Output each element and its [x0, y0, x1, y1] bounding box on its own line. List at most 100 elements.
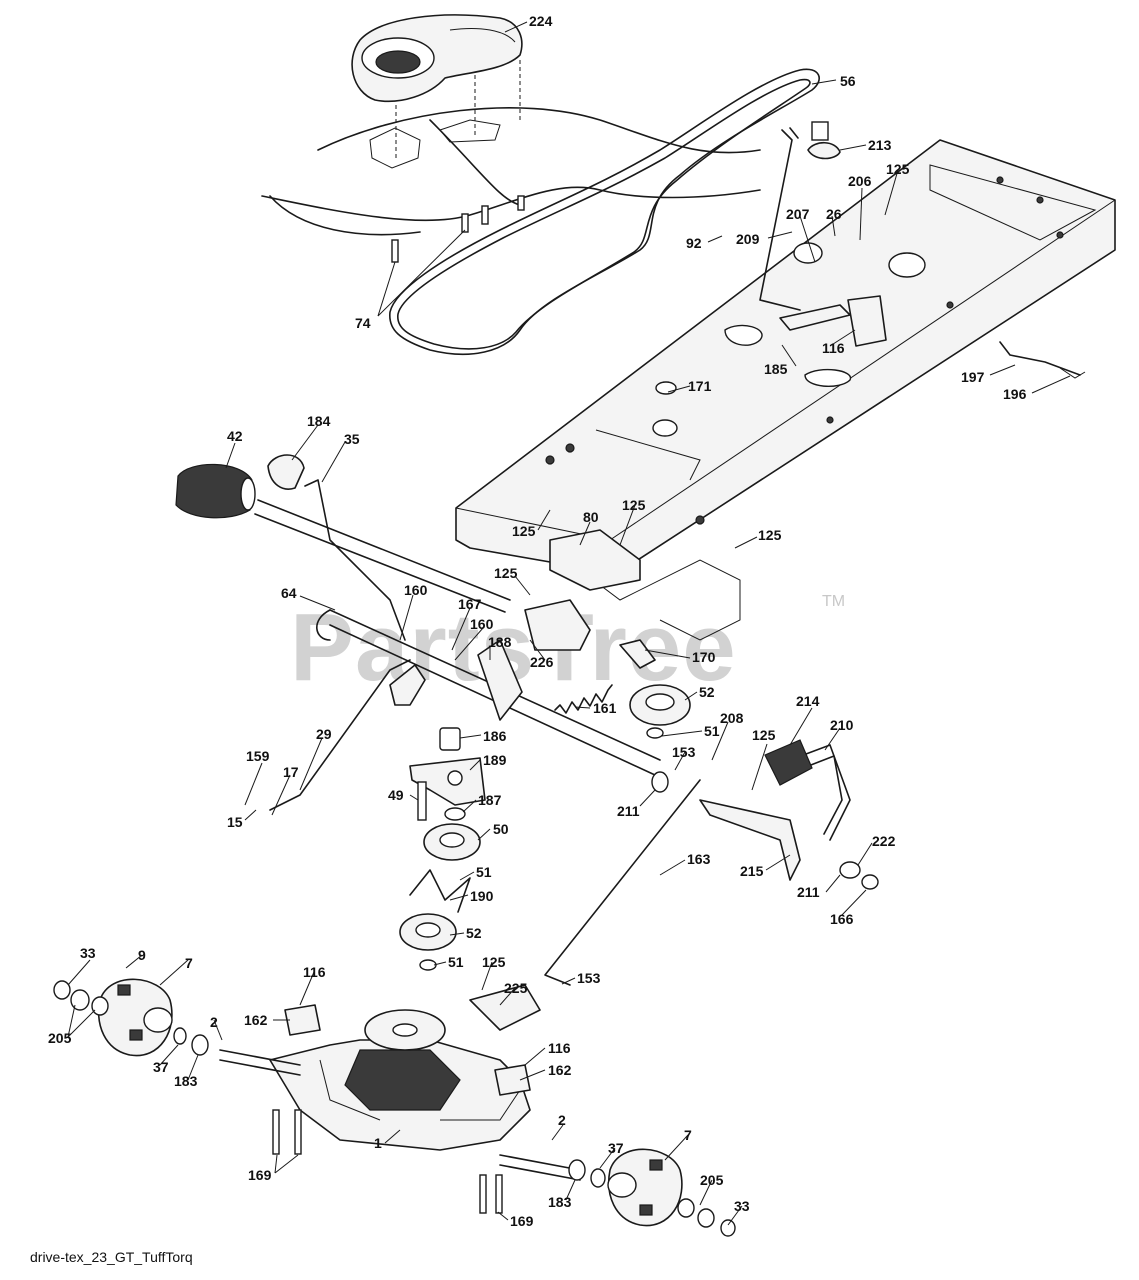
- callout-196: 196: [1003, 386, 1027, 402]
- callout-225: 225: [504, 980, 528, 996]
- part-52-idler-lower: [399, 913, 457, 971]
- callout-2: 2: [210, 1014, 218, 1030]
- part-211-bushing: [651, 771, 669, 793]
- callout-183: 183: [174, 1073, 198, 1089]
- callout-184: 184: [307, 413, 331, 429]
- part-187-spacer: [444, 807, 466, 821]
- callout-206: 206: [848, 173, 872, 189]
- body-panel: [261, 106, 761, 236]
- callout-197: 197: [961, 369, 985, 385]
- callout-51: 51: [476, 864, 492, 880]
- watermark-trademark: TM: [822, 593, 845, 610]
- part-56-drive-belt: [389, 68, 820, 356]
- washers-right: [568, 1159, 736, 1237]
- part-213-knob: [807, 121, 841, 160]
- callout-211: 211: [797, 884, 820, 900]
- callout-125: 125: [494, 565, 518, 581]
- callout-26: 26: [826, 206, 842, 222]
- callout-1: 1: [374, 1135, 382, 1151]
- part-210-pedal-arm: [789, 744, 851, 841]
- callout-42: 42: [227, 428, 243, 444]
- callout-187: 187: [478, 792, 502, 808]
- part-1-transaxle: [269, 1039, 531, 1151]
- callout-186: 186: [483, 728, 507, 744]
- callout-labels: 224 56 213 125 206 207 26 209 92 74 116 …: [48, 13, 1027, 1229]
- callout-52: 52: [466, 925, 482, 941]
- callout-170: 170: [692, 649, 716, 665]
- callout-183: 183: [548, 1194, 572, 1210]
- callout-116: 116: [303, 964, 326, 980]
- callout-153: 153: [577, 970, 601, 986]
- callout-215: 215: [740, 863, 764, 879]
- callout-74: 74: [355, 315, 371, 331]
- callout-51: 51: [448, 954, 464, 970]
- axle-right: [499, 1154, 581, 1181]
- callout-64: 64: [281, 585, 297, 601]
- callout-29: 29: [316, 726, 332, 742]
- callout-17: 17: [283, 764, 299, 780]
- callout-169: 169: [248, 1167, 272, 1183]
- callout-125: 125: [512, 523, 536, 539]
- part-50-pulley: [423, 823, 481, 861]
- callout-222: 222: [872, 833, 896, 849]
- callout-50: 50: [493, 821, 509, 837]
- part-163-rod: [544, 779, 701, 986]
- callout-162: 162: [244, 1012, 268, 1028]
- callout-80: 80: [583, 509, 599, 525]
- callout-116: 116: [822, 340, 845, 356]
- callout-33: 33: [734, 1198, 750, 1214]
- part-29-rod: [269, 659, 411, 811]
- part-190-bracket: [409, 869, 471, 913]
- callout-226: 226: [530, 654, 554, 670]
- callout-190: 190: [470, 888, 494, 904]
- axle-left: [219, 1049, 301, 1076]
- part-52-idler-upper: [629, 684, 691, 739]
- callout-9: 9: [138, 947, 146, 963]
- part-162-brackets: [284, 1004, 531, 1096]
- callout-214: 214: [796, 693, 820, 709]
- callout-2: 2: [558, 1112, 566, 1128]
- callout-205: 205: [700, 1172, 724, 1188]
- callout-52: 52: [699, 684, 715, 700]
- part-209-lever: [759, 127, 801, 311]
- part-189-idler-plate: [409, 757, 486, 806]
- callout-49: 49: [388, 787, 404, 803]
- callout-185: 185: [764, 361, 788, 377]
- part-116-bracket: [779, 295, 887, 347]
- callout-161: 161: [593, 700, 617, 716]
- callout-92: 92: [686, 235, 702, 251]
- part-226-bracket: [524, 599, 591, 651]
- callout-162: 162: [548, 1062, 572, 1078]
- washers-left: [53, 980, 209, 1056]
- part-197-link: [999, 341, 1086, 379]
- part-pivot-plate: [389, 664, 426, 706]
- part-169-bolts: [272, 1109, 503, 1214]
- callout-169: 169: [510, 1213, 534, 1229]
- callout-159: 159: [246, 748, 270, 764]
- part-7-hub-left: [98, 978, 173, 1057]
- part-49-bolt: [417, 781, 427, 821]
- leader-lines: [67, 21, 1071, 1226]
- callout-37: 37: [608, 1140, 624, 1156]
- callout-125: 125: [758, 527, 782, 543]
- callout-125: 125: [886, 161, 910, 177]
- callout-224: 224: [529, 13, 553, 29]
- callout-171: 171: [688, 378, 712, 394]
- part-80-bracket: [549, 529, 641, 591]
- callout-211: 211: [617, 803, 640, 819]
- diagram-caption: drive-tex_23_GT_TuffTorq: [30, 1249, 193, 1265]
- callout-56: 56: [840, 73, 856, 89]
- callout-207: 207: [786, 206, 810, 222]
- callout-209: 209: [736, 231, 760, 247]
- callout-153: 153: [672, 744, 696, 760]
- part-214-pedal-pad: [764, 739, 813, 786]
- part-42-grip: [175, 463, 256, 519]
- callout-125: 125: [752, 727, 776, 743]
- callout-35: 35: [344, 431, 360, 447]
- callout-7: 7: [185, 955, 193, 971]
- transaxle-fan: [364, 1009, 446, 1051]
- callout-208: 208: [720, 710, 744, 726]
- callout-51: 51: [704, 723, 720, 739]
- part-188-arm: [477, 639, 523, 721]
